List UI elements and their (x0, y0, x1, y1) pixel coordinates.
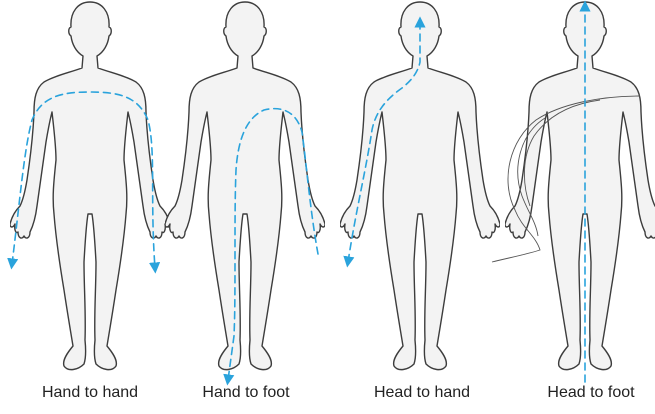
figure-head-to-foot (492, 2, 655, 382)
human-body-outline (165, 2, 325, 370)
caption-hand-to-foot: Hand to foot (202, 384, 289, 402)
figure-hand-to-hand (10, 2, 170, 370)
human-body-outline (10, 2, 170, 370)
human-body-outline (505, 2, 655, 370)
human-body-outline (340, 2, 500, 370)
figure-head-to-hand (340, 2, 500, 370)
caption-head-to-hand: Head to hand (374, 384, 470, 402)
caption-hand-to-hand: Hand to hand (42, 384, 138, 402)
figure-hand-to-foot (165, 2, 325, 380)
caption-head-to-foot: Head to foot (547, 384, 634, 402)
